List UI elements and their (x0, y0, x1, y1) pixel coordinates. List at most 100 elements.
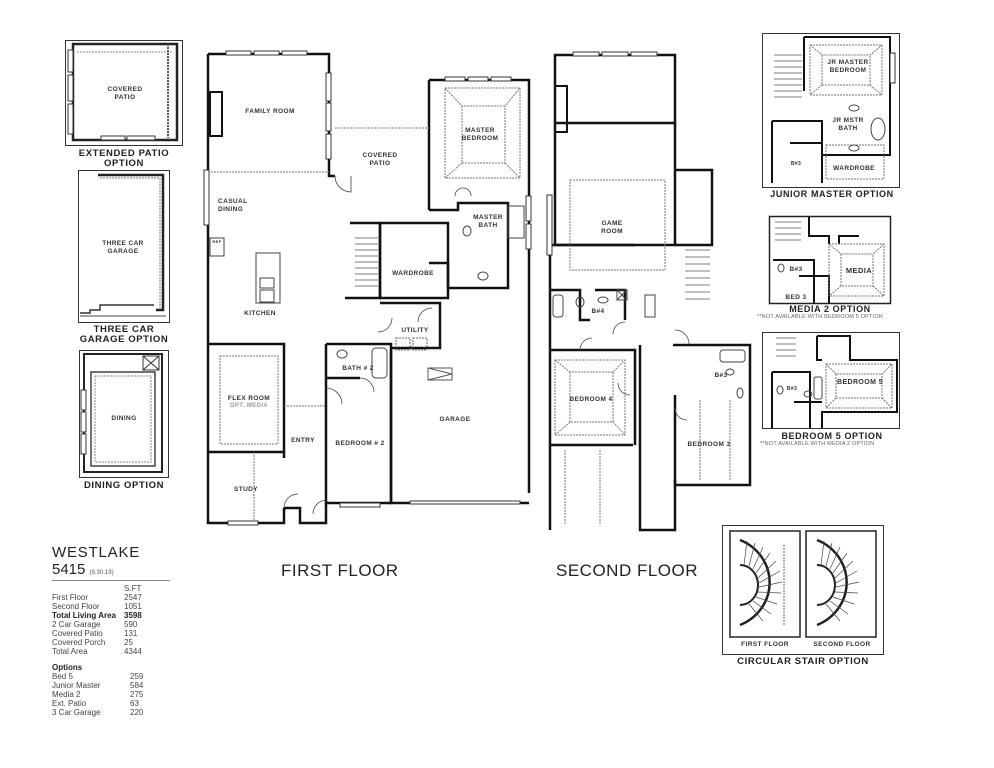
circular-stair-first-floor-label: FIRST FLOOR (741, 641, 789, 648)
circular-stair-option: FIRST FLOOR SECOND FLOOR (722, 525, 884, 655)
jr-wardrobe-label: WARDROBE (833, 165, 875, 172)
sqft-value: 25 (124, 638, 133, 647)
media2-b3-label: B#3 (789, 266, 803, 273)
bedroom3-label: BEDROOM 3 (687, 441, 731, 448)
sqft-value: 3598 (124, 611, 142, 620)
jr-master-bedroom-label: JR MASTER BEDROOM (827, 59, 869, 75)
game-room-label: GAME ROOM (601, 220, 623, 236)
sqft-label: Second Floor (52, 602, 100, 611)
option-label: Ext. Patio (52, 699, 87, 708)
sqft-label: Total Area (52, 647, 88, 656)
option-covered-patio-label: COVERED PATIO (107, 86, 143, 102)
study-label: STUDY (233, 486, 259, 493)
family-room-label: FAMILY ROOM (245, 108, 295, 115)
flex-room-label: FLEX ROOM OPT. MEDIA (220, 387, 278, 419)
plan-number: 5415 (52, 561, 86, 578)
bedroom5-b3-label: B#3 (786, 386, 798, 392)
bedroom5-option-caption: BEDROOM 5 OPTION (781, 431, 883, 441)
flex-room-sub: OPT. MEDIA (229, 403, 269, 410)
three-car-garage-option-caption: THREE CAR GARAGE OPTION (79, 324, 169, 346)
master-bath-label: MASTER BATH (473, 214, 503, 230)
extended-patio-option: COVERED PATIO (65, 40, 183, 147)
circular-stair-option-caption: CIRCULAR STAIR OPTION (737, 656, 869, 667)
jr-b3-label: B#3 (790, 161, 802, 167)
sqft-value: 131 (124, 629, 138, 638)
sqft-row: First Floor 2547 (52, 593, 142, 602)
ref-label: REF (212, 239, 222, 244)
first-floor-plan: FAMILY ROOM COVERED PATIO MASTER BEDROOM… (200, 48, 540, 528)
option-value: 259 (130, 672, 144, 681)
option-row: 3 Car Garage 220 (52, 708, 143, 717)
bedroom5-label: BEDROOM 5 (837, 379, 883, 386)
media2-option-caption: MEDIA 2 OPTION (789, 304, 871, 314)
media2-option-note: **NOT AVAILABLE WITH BEDROOM 5 OPTION (757, 314, 883, 320)
b4-label: B#4 (591, 308, 605, 315)
jr-mstr-bath-label: JR MSTR BATH (832, 117, 864, 133)
master-bedroom-label: MASTER BEDROOM (461, 127, 499, 143)
options-header: Options (52, 663, 83, 672)
sqft-row: Second Floor 1051 (52, 602, 142, 611)
kitchen-label: KITCHEN (244, 310, 276, 317)
b3-label: B#3 (714, 372, 728, 379)
flex-room-name: FLEX ROOM (227, 395, 271, 403)
plan-revision: (9.30.19) (89, 570, 114, 576)
three-car-garage-drawing (78, 170, 170, 323)
option-three-car-garage-label: THREE CAR GARAGE (102, 240, 144, 256)
junior-master-option: JR MASTER BEDROOM JR MSTR BATH WARDROBE … (762, 33, 900, 188)
sqft-value: 4344 (124, 647, 142, 656)
plan-name: WESTLAKE (52, 544, 141, 561)
option-label: 3 Car Garage (52, 708, 101, 717)
stats-divider (52, 580, 170, 581)
junior-master-drawing (762, 33, 900, 188)
bath2-label: BATH # 2 (342, 365, 374, 372)
sqft-row-total-living: Total Living Area 3598 (52, 611, 142, 620)
sqft-value: 590 (124, 620, 138, 629)
option-value: 220 (130, 708, 144, 717)
extended-patio-option-caption: EXTENDED PATIO OPTION (78, 148, 170, 170)
option-row: Junior Master 584 (52, 681, 143, 690)
sqft-value: 2547 (124, 593, 142, 602)
sqft-header: S.FT (124, 584, 142, 593)
three-car-garage-option: THREE CAR GARAGE (78, 170, 170, 324)
dining-drawing (79, 350, 169, 478)
plan-code: 5415 (9.30.19) (52, 561, 192, 578)
bedroom4-label: BEDROOM 4 (569, 396, 613, 403)
sqft-label: Covered Porch (52, 638, 106, 647)
entry-label: ENTRY (291, 437, 315, 444)
option-label: Junior Master (52, 681, 101, 690)
media2-bed3-label: BED 3 (785, 294, 807, 301)
media-label: MEDIA (845, 266, 873, 275)
sqft-row: Covered Porch 25 (52, 638, 142, 647)
option-value: 584 (130, 681, 144, 690)
sqft-row: Covered Patio 131 (52, 629, 142, 638)
covered-patio-label: COVERED PATIO (362, 152, 398, 168)
option-dining-label: DINING (111, 415, 137, 422)
sqft-header-row: S.FT (52, 584, 142, 593)
dining-option-caption: DINING OPTION (83, 480, 165, 491)
sqft-row: Total Area 4344 (52, 647, 142, 656)
sqft-label: First Floor (52, 593, 88, 602)
option-value: 63 (130, 699, 139, 708)
sqft-label: Total Living Area (52, 611, 117, 620)
sqft-value: 1051 (124, 602, 142, 611)
dining-option: DINING (79, 350, 169, 478)
media2-option: MEDIA B#3 BED 3 (768, 215, 892, 305)
utility-label: UTILITY (401, 327, 429, 334)
circular-stair-second-floor-label: SECOND FLOOR (813, 641, 871, 648)
wardrobe-label: WARDROBE (392, 270, 434, 277)
garage-label: GARAGE (439, 416, 471, 423)
sqft-label: Covered Patio (52, 629, 103, 638)
media2-drawing (768, 215, 892, 305)
casual-dining-label: CASUAL DINING (218, 198, 248, 214)
circular-stair-drawing (722, 525, 884, 655)
second-floor-title: SECOND FLOOR (556, 561, 699, 580)
sqft-table: S.FT First Floor 2547 Second Floor 1051 To… (52, 584, 142, 656)
second-floor-walls (546, 51, 752, 532)
bedroom2-label: BEDROOM # 2 (335, 440, 385, 447)
extended-patio-drawing (65, 40, 183, 146)
option-row: Ext. Patio 63 (52, 699, 143, 708)
